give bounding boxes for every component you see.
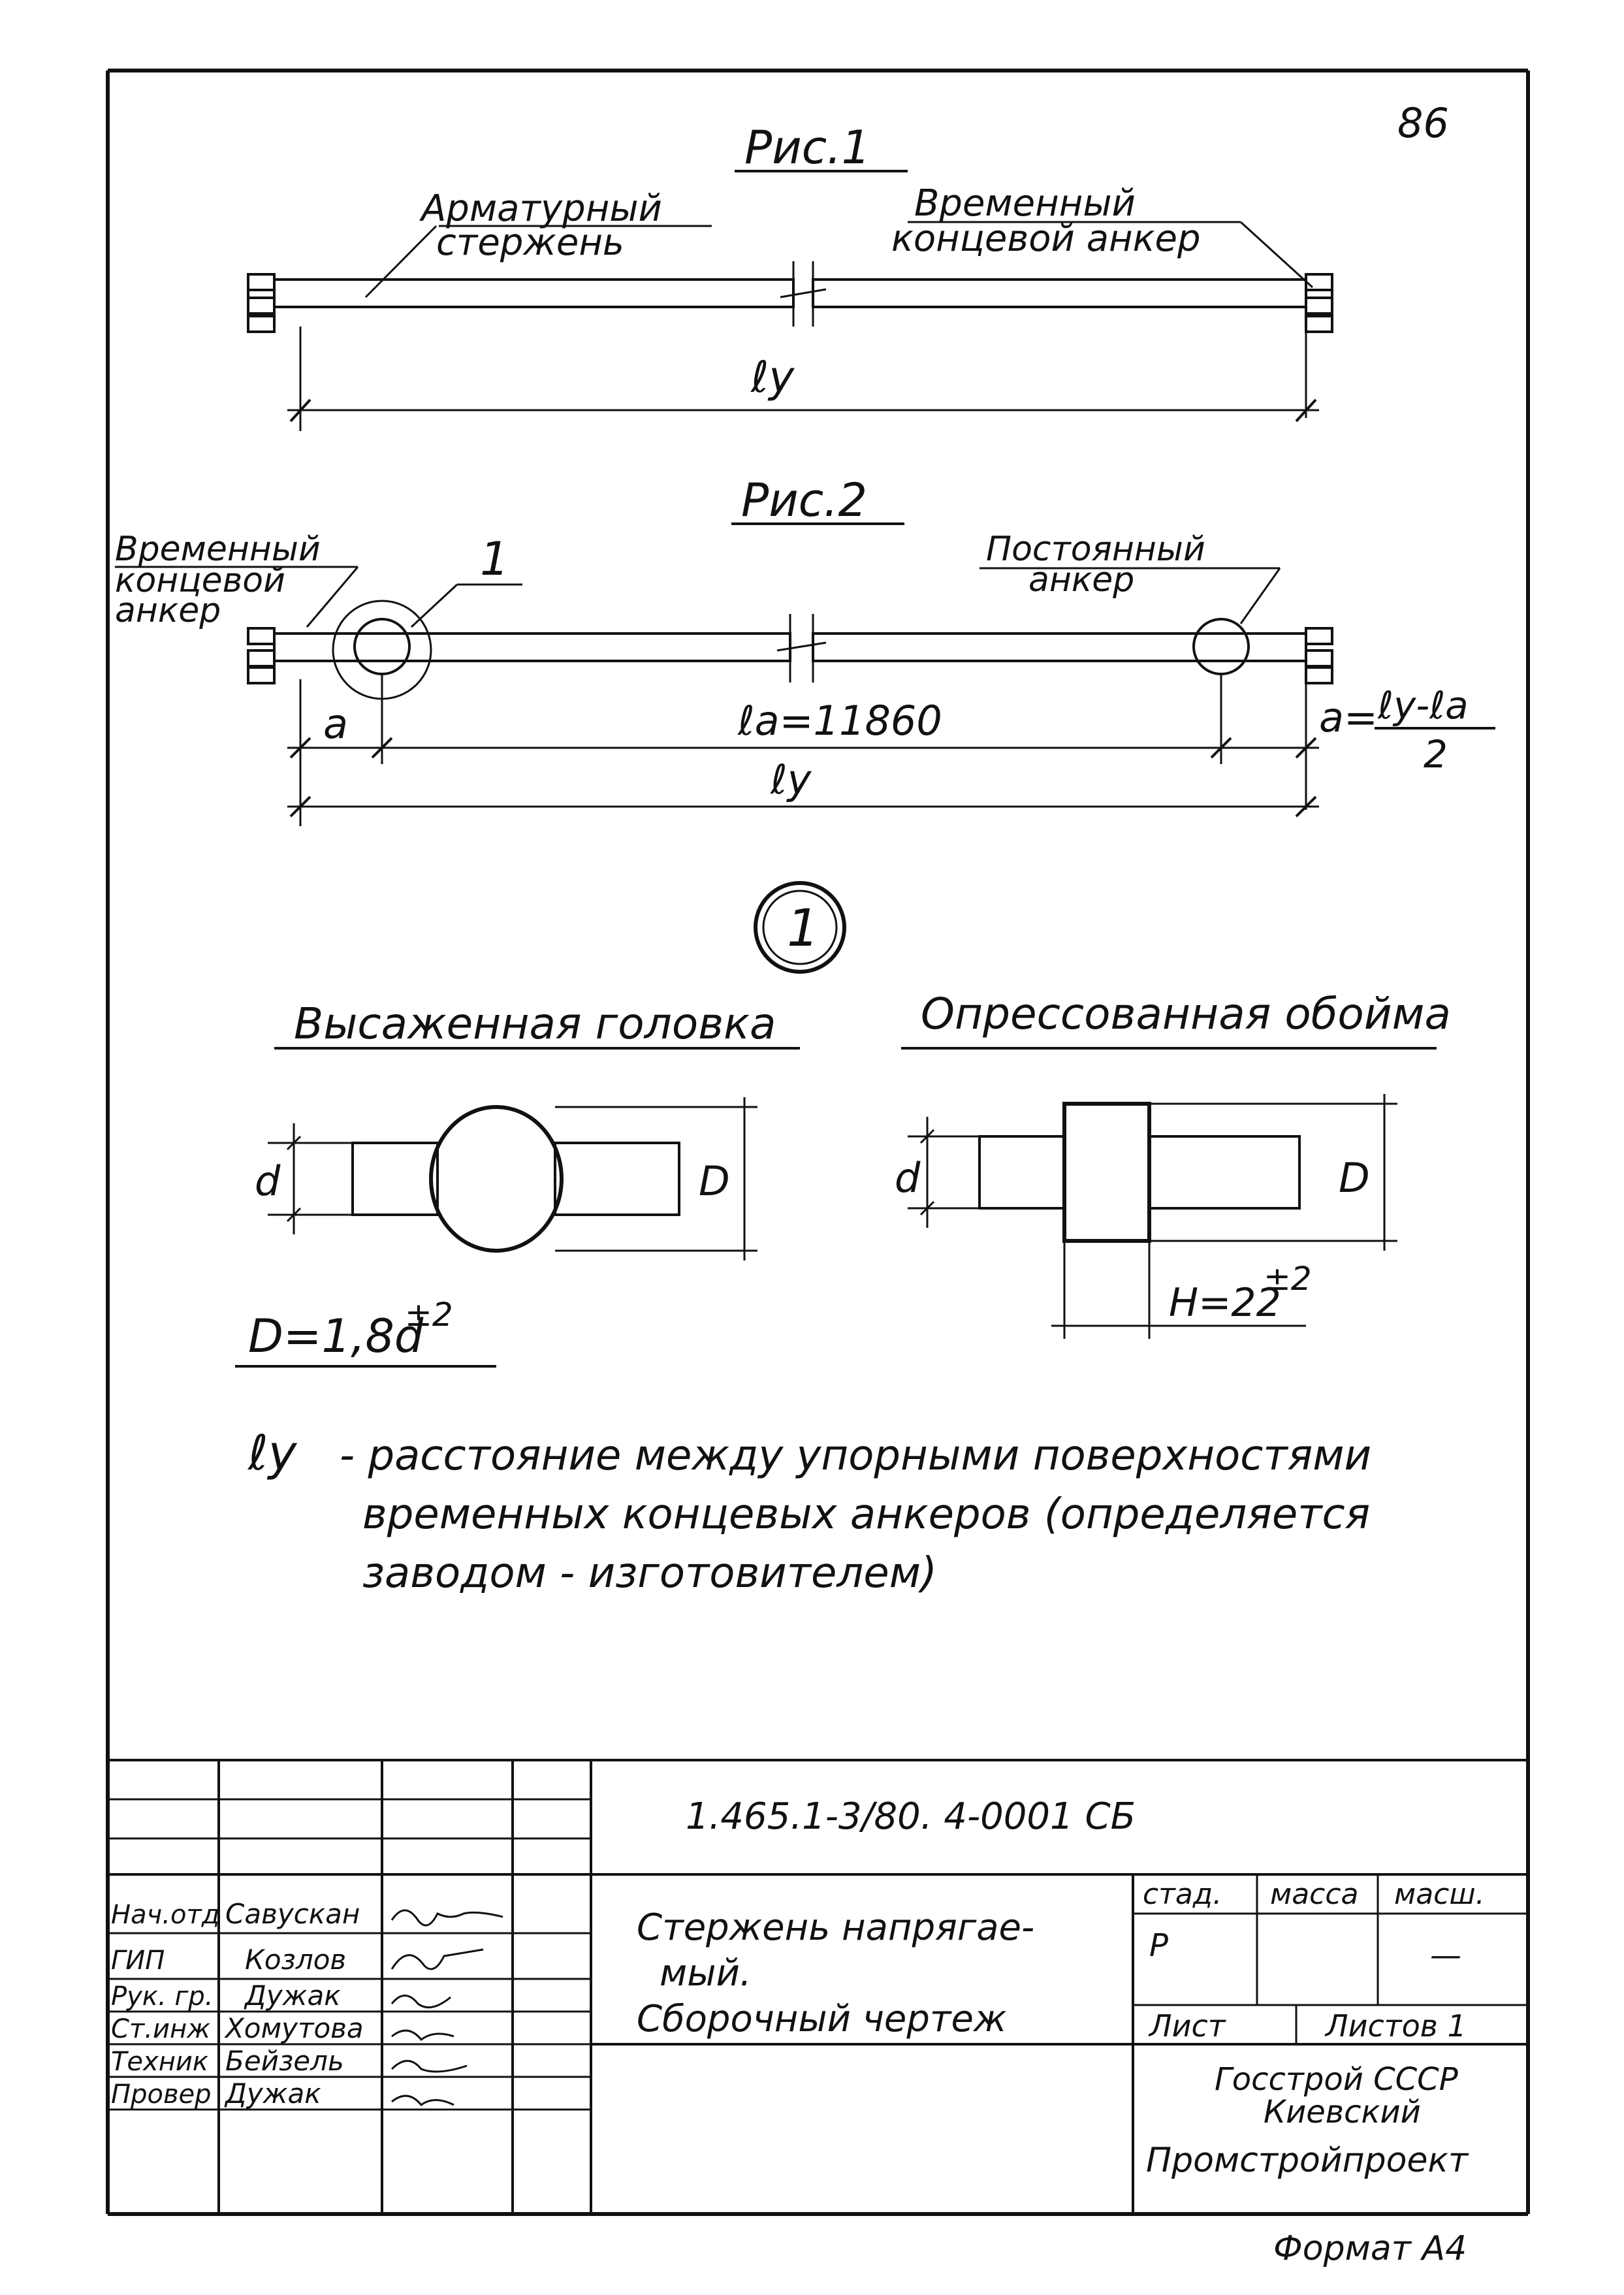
permanent-anchor [1192, 618, 1250, 675]
rod-fig2-right [812, 632, 1307, 662]
note-line-3: заводом - изготовителем) [362, 1549, 937, 1597]
svg-text:1: 1 [787, 899, 820, 958]
fig2-title: Рис.2 [741, 473, 867, 527]
upset-d-label: d [255, 1157, 281, 1205]
fig1-label-anchor-2: концевой анкер [891, 217, 1200, 260]
stage-value: Р [1149, 1927, 1168, 1964]
fig1-dim-ly: ℓу [750, 352, 795, 402]
pressed-sleeve-detail: Опрессованная обойма d D H=22 ±2 [895, 989, 1451, 1339]
fig1-label-anchor-1: Временный [914, 182, 1136, 225]
detail-marker: 1 [754, 881, 846, 974]
doc-title-3: Сборочный чертеж [637, 1998, 1006, 2040]
fig2-label-perm-2: анкер [1028, 560, 1134, 600]
upset-title: Высаженная головка [294, 999, 776, 1049]
temporary-anchor-right [1305, 273, 1333, 333]
name-4: Бейзель [225, 2045, 344, 2077]
temporary-anchor-left [247, 273, 276, 333]
org-line-2: Киевский [1264, 2094, 1421, 2130]
sheet-label: Лист [1148, 2008, 1226, 2044]
fig2-dim-la: ℓа=11860 [737, 697, 942, 745]
figure-1: Рис.1 Арматурный стержень Временный конц… [247, 121, 1333, 431]
temporary-anchor-left-fig2 [247, 627, 276, 684]
signatures [390, 1909, 503, 2107]
org-line-1: Госстрой СССР [1215, 2061, 1458, 2098]
pressed-title: Опрессованная обойма [921, 989, 1451, 1039]
H-tolerance: ±2 [1264, 1260, 1312, 1298]
role-4: Техник [111, 2047, 208, 2077]
org-line-3: Промстройпроект [1146, 2141, 1469, 2180]
name-1: Козлов [245, 1944, 346, 1976]
scale-value: — [1430, 1937, 1461, 1974]
rod-fig1-left [273, 278, 795, 308]
note-line-2: временных концевых анкеров (определяется [362, 1490, 1370, 1539]
footer-format: Формат А4 [1273, 2229, 1467, 2268]
rod-fig1-right [812, 278, 1307, 308]
name-5: Дужак [224, 2078, 321, 2110]
name-2: Дужак [244, 1980, 341, 2012]
page-number: 86 [1397, 99, 1449, 147]
doc-code: 1.465.1-3/80. 4-0001 СБ [686, 1795, 1136, 1838]
fig1-title: Рис.1 [744, 121, 870, 174]
upset-head-left [353, 618, 411, 675]
fig1-label-rod-2: стержень [436, 221, 624, 264]
sheets-label: Листов 1 [1324, 2008, 1467, 2044]
name-3: Хомутова [224, 2012, 364, 2044]
fig2-dim-ly: ℓу [770, 756, 812, 803]
D-tolerance: ±2 [405, 1296, 453, 1334]
upset-head-detail: Высаженная головка d D D=1,8d ±2 [235, 999, 800, 1368]
role-1: ГИП [111, 1946, 165, 1976]
note: ℓу - расстояние между упорными поверхнос… [247, 1425, 1371, 1597]
role-0: Нач.отд [111, 1900, 219, 1930]
doc-title-1: Стержень напрягае- [637, 1906, 1034, 1949]
role-2: Рук. гр. [111, 1982, 214, 2012]
pressed-D-label: D [1339, 1154, 1370, 1202]
note-line-1: - расстояние между упорными поверхностям… [340, 1432, 1371, 1480]
figure-2: Рис.2 Временный концевой анкер 1 Постоян… [115, 473, 1495, 826]
col-mass: масса [1270, 1878, 1359, 1911]
fig2-callout-1: 1 [480, 532, 509, 586]
fig2-dim-a-num: ℓу-ℓа [1377, 683, 1469, 728]
sheet-frame [106, 69, 1530, 2216]
fig1-label-rod-1: Арматурный [419, 187, 662, 230]
D-formula: D=1,8d [248, 1309, 424, 1363]
rod-fig2-left [273, 632, 791, 662]
fig2-dim-a-eq: а= [1319, 694, 1378, 741]
temporary-anchor-right-fig2 [1305, 627, 1333, 684]
pressed-d-label: d [895, 1154, 921, 1202]
upset-head-ball [429, 1105, 564, 1253]
doc-title-2: мый. [660, 1952, 752, 1995]
upset-D-label: D [699, 1157, 730, 1205]
role-3: Ст.инж [111, 2014, 210, 2044]
note-symbol: ℓу [247, 1425, 298, 1481]
H-formula: H=22 [1169, 1280, 1281, 1326]
role-5: Провер [111, 2079, 212, 2110]
fig2-label-temp-3: анкер [115, 591, 221, 630]
fig2-label-perm-1: Постоянный [986, 530, 1205, 569]
title-block: 1.465.1-3/80. 4-0001 СБ Стержень напряга… [108, 1759, 1528, 2268]
fig2-dim-a: а [323, 700, 348, 748]
name-0: Савускан [225, 1898, 360, 1930]
fig2-dim-a-den: 2 [1424, 732, 1448, 777]
col-stage: стад. [1143, 1878, 1222, 1911]
fig2-label-temp-1: Временный [115, 530, 321, 569]
col-scale: масш. [1394, 1878, 1485, 1911]
pressed-sleeve [1062, 1102, 1151, 1243]
